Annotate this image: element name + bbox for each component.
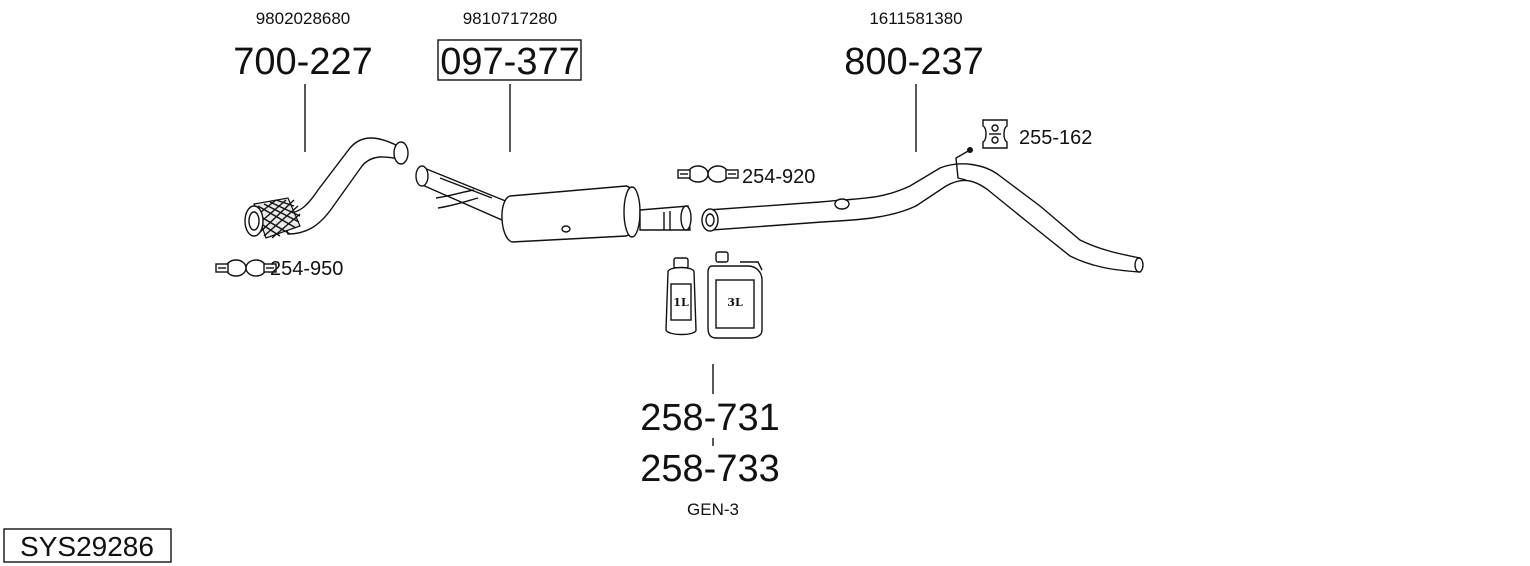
oem-number-700-227: 9802028680 bbox=[256, 9, 351, 28]
particulate-filter-drawing bbox=[415, 165, 692, 243]
accessory-number-254-920[interactable]: 254-920 bbox=[742, 166, 815, 188]
system-id: SYS29286 bbox=[20, 531, 154, 562]
part-number-700-227[interactable]: 700-227 bbox=[233, 41, 372, 83]
oem-number-800-237: 1611581380 bbox=[869, 9, 962, 28]
bottle-label: 1L bbox=[673, 296, 689, 309]
oem-number-097-377: 9810717280 bbox=[463, 9, 558, 28]
front-pipe-drawing bbox=[244, 137, 409, 239]
fluid-note: GEN-3 bbox=[687, 500, 739, 519]
accessory-number-255-162[interactable]: 255-162 bbox=[1019, 127, 1092, 149]
fluid-bottle-icon: 1L bbox=[665, 257, 697, 336]
rubber-mount-icon bbox=[982, 119, 1008, 149]
fluid-number-258-731[interactable]: 258-731 bbox=[640, 397, 779, 439]
system-id-box bbox=[3, 528, 172, 563]
part-number-097-377[interactable]: 097-377 bbox=[440, 41, 579, 83]
rear-pipe-drawing bbox=[701, 147, 1144, 273]
clamp-icon bbox=[215, 259, 277, 277]
fluid-number-258-733[interactable]: 258-733 bbox=[640, 448, 779, 490]
fluid-canister-icon: 3L bbox=[707, 251, 763, 339]
part-number-800-237[interactable]: 800-237 bbox=[844, 41, 983, 83]
canister-label: 3L bbox=[727, 296, 743, 309]
accessory-number-254-950[interactable]: 254-950 bbox=[270, 258, 343, 280]
highlight-box bbox=[437, 39, 582, 81]
clamp-icon bbox=[677, 165, 739, 183]
